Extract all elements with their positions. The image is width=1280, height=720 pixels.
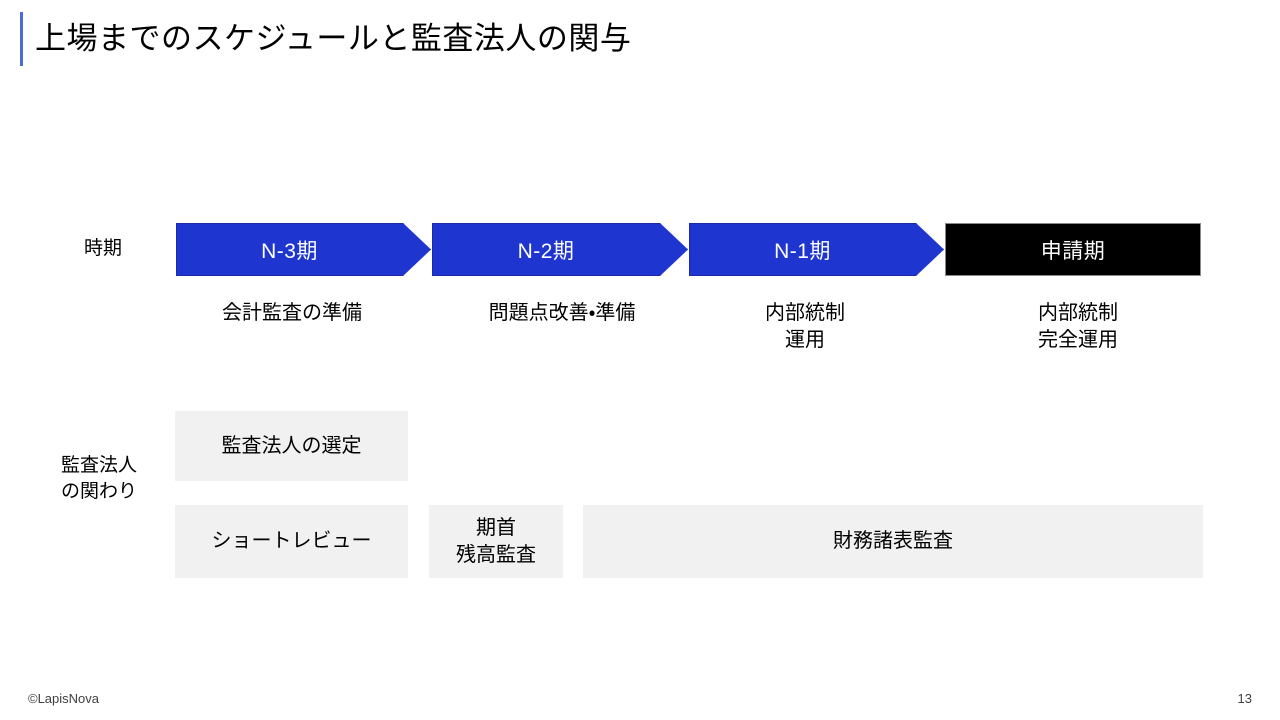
footer-page-number: 13: [1237, 691, 1252, 706]
involvement-box-auditor-selection[interactable]: 監査法人の選定: [175, 411, 408, 481]
timeline-phase-label: N-2期: [517, 239, 575, 263]
row-label-period: 時期: [83, 238, 122, 259]
involvement-box-short-review[interactable]: ショートレビュー: [175, 505, 408, 578]
footer-copyright: ©LapisNova: [28, 691, 100, 706]
row-label-involvement: 監査法人 の関わり: [60, 455, 137, 502]
timeline-phase-label: N-1期: [774, 239, 831, 263]
timeline-phase-label: 申請期: [1040, 239, 1106, 263]
timeline-caption-n2: 問題点改善・準備: [488, 302, 636, 324]
timeline-caption-n3: 会計監査の準備: [222, 302, 362, 324]
timeline-phase-label: N-3期: [261, 239, 318, 263]
involvement-box-financial-statements-audit[interactable]: 財務諸表監査: [583, 505, 1203, 578]
timeline-phase-n2[interactable]: N-2期: [432, 223, 688, 276]
timeline-caption-n1: 内部統制 運用: [765, 302, 845, 351]
title-accent-bar: [20, 12, 23, 66]
title-text: 上場までのスケジュールと監査法人の関与: [35, 21, 632, 56]
timeline-phase-n3[interactable]: N-3期: [176, 223, 431, 276]
involvement-box-opening-balance-audit[interactable]: 期首 残高監査: [429, 505, 563, 578]
page-title: 上場までのスケジュールと監査法人の関与: [20, 12, 631, 68]
timeline-phase-n1[interactable]: N-1期: [689, 223, 944, 276]
timeline-caption-application: 内部統制 完全運用: [1038, 302, 1118, 351]
timeline-phase-application[interactable]: 申請期: [945, 223, 1201, 276]
